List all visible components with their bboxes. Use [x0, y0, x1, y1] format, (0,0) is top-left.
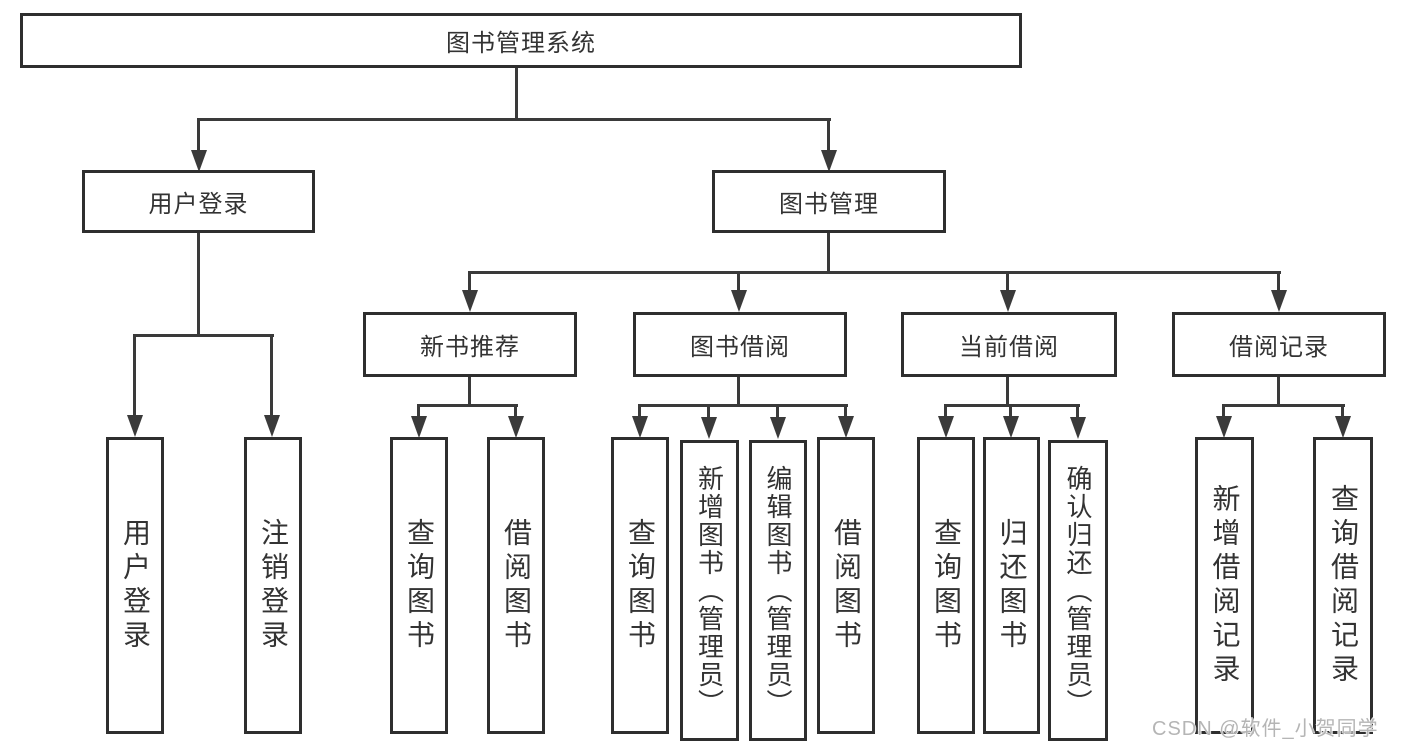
connector-hline	[417, 404, 518, 407]
connector-vline	[1222, 404, 1225, 419]
connector-vline	[1076, 404, 1079, 419]
down-arrowhead-icon	[701, 417, 717, 439]
connector-vline	[827, 233, 830, 274]
leaf-query-books-2: 查询图书	[611, 437, 669, 734]
leaf-confirm-return-label: 确认归还（管理员）	[1063, 464, 1093, 717]
down-arrowhead-icon	[770, 417, 786, 439]
leaf-query-books-2-label: 查询图书	[625, 517, 656, 654]
down-arrowhead-icon	[127, 415, 143, 437]
node-root: 图书管理系统	[20, 13, 1022, 68]
leaf-logout-label: 注销登录	[258, 517, 289, 654]
down-arrowhead-icon	[632, 416, 648, 438]
leaf-borrow-books-2: 借阅图书	[817, 437, 875, 734]
down-arrowhead-icon	[1216, 416, 1232, 438]
leaf-return-book: 归还图书	[983, 437, 1040, 734]
leaf-add-borrow-record-label: 新增借阅记录	[1209, 483, 1241, 688]
connector-vline	[707, 404, 710, 419]
connector-hline	[197, 118, 831, 121]
connector-hline	[133, 334, 274, 337]
connector-hline	[638, 404, 848, 407]
node-book-borrow: 图书借阅	[633, 312, 847, 377]
down-arrowhead-icon	[508, 416, 524, 438]
leaf-confirm-return: 确认归还（管理员）	[1048, 440, 1108, 741]
down-arrowhead-icon	[1000, 290, 1016, 312]
connector-hline	[1222, 404, 1345, 407]
connector-vline	[944, 404, 947, 419]
connector-vline	[468, 271, 471, 293]
leaf-user-login-label: 用户登录	[120, 517, 151, 654]
connector-vline	[1006, 377, 1009, 407]
down-arrowhead-icon	[838, 416, 854, 438]
connector-vline	[515, 68, 518, 120]
down-arrowhead-icon	[1271, 290, 1287, 312]
node-book-management: 图书管理	[712, 170, 946, 233]
connector-hline	[944, 404, 1080, 407]
connector-vline	[197, 118, 200, 152]
connector-vline	[844, 404, 847, 419]
connector-vline	[1006, 271, 1009, 293]
down-arrowhead-icon	[462, 290, 478, 312]
connector-vline	[1009, 404, 1012, 419]
down-arrowhead-icon	[1070, 417, 1086, 439]
down-arrowhead-icon	[411, 416, 427, 438]
connector-vline	[1277, 271, 1280, 293]
connector-vline	[1277, 377, 1280, 407]
down-arrowhead-icon	[264, 415, 280, 437]
leaf-edit-book-label: 编辑图书（管理员）	[763, 464, 793, 717]
leaf-query-books-3-label: 查询图书	[931, 517, 962, 654]
leaf-query-books-3: 查询图书	[917, 437, 975, 734]
leaf-query-books-1-label: 查询图书	[404, 517, 435, 654]
connector-vline	[737, 377, 740, 407]
connector-vline	[827, 118, 830, 152]
leaf-borrow-books-2-label: 借阅图书	[831, 517, 862, 654]
connector-vline	[468, 377, 471, 407]
connector-vline	[776, 404, 779, 419]
leaf-logout: 注销登录	[244, 437, 302, 734]
leaf-query-borrow-record: 查询借阅记录	[1313, 437, 1373, 734]
leaf-edit-book: 编辑图书（管理员）	[749, 440, 807, 741]
node-borrow-records: 借阅记录	[1172, 312, 1386, 377]
connector-vline	[638, 404, 641, 419]
connector-vline	[737, 271, 740, 293]
down-arrowhead-icon	[938, 416, 954, 438]
node-current-borrow: 当前借阅	[901, 312, 1117, 377]
leaf-add-book: 新增图书（管理员）	[680, 440, 739, 741]
connector-vline	[514, 404, 517, 419]
connector-vline	[417, 404, 420, 419]
leaf-add-book-label: 新增图书（管理员）	[694, 464, 725, 717]
leaf-user-login: 用户登录	[106, 437, 164, 734]
down-arrowhead-icon	[1335, 416, 1351, 438]
down-arrowhead-icon	[821, 150, 837, 172]
connector-vline	[133, 334, 136, 417]
node-new-book-recommend: 新书推荐	[363, 312, 577, 377]
down-arrowhead-icon	[191, 150, 207, 172]
connector-vline	[197, 233, 200, 336]
leaf-add-borrow-record: 新增借阅记录	[1195, 437, 1254, 734]
connector-hline	[468, 271, 1281, 274]
down-arrowhead-icon	[731, 290, 747, 312]
down-arrowhead-icon	[1003, 416, 1019, 438]
leaf-query-borrow-record-label: 查询借阅记录	[1328, 483, 1359, 688]
connector-vline	[1341, 404, 1344, 419]
node-user-login: 用户登录	[82, 170, 315, 233]
connector-vline	[270, 334, 273, 417]
leaf-query-books-1: 查询图书	[390, 437, 448, 734]
leaf-borrow-books-1: 借阅图书	[487, 437, 545, 734]
leaf-return-book-label: 归还图书	[996, 517, 1028, 654]
leaf-borrow-books-1-label: 借阅图书	[501, 517, 532, 654]
watermark-text: CSDN @软件_小贺同学	[1152, 718, 1379, 740]
